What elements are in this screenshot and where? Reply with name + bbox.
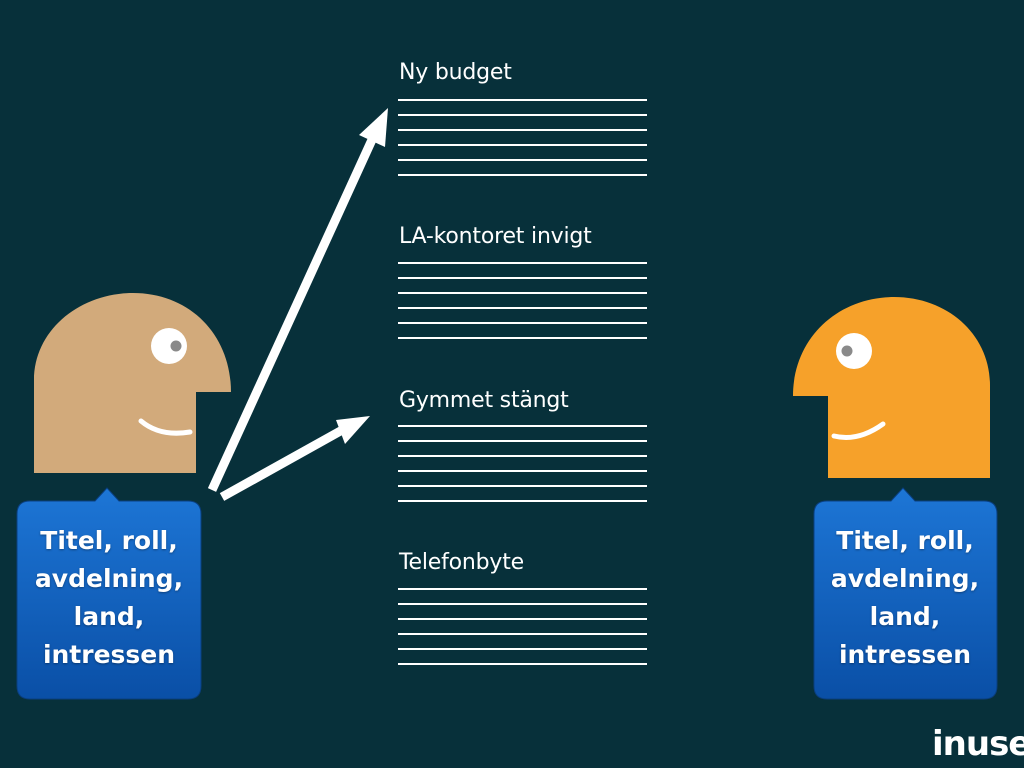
left-bubble-line: land, <box>73 602 145 631</box>
left-eye <box>151 328 187 364</box>
headline-gymmet-stangt: Gymmet stängt <box>399 388 569 413</box>
left-pupil <box>170 340 182 352</box>
left-bubble-text: Titel, roll, avdelning, land, intressen <box>19 522 199 674</box>
right-smile <box>831 421 886 440</box>
right-eye <box>836 333 872 369</box>
left-person-head <box>34 293 231 473</box>
left-speech-bubble <box>16 487 202 700</box>
left-smile <box>138 418 193 436</box>
inuse-logo: inuse <box>932 724 1024 764</box>
right-pupil <box>841 345 853 357</box>
right-person-head <box>793 297 990 478</box>
arrow-to-gymmet-stangt <box>219 416 370 501</box>
article-lines-la-kontoret <box>398 262 647 342</box>
right-bubble-text: Titel, roll, avdelning, land, intressen <box>815 522 995 674</box>
right-bubble-line: avdelning, <box>830 564 980 593</box>
left-bubble-line: Titel, roll, <box>40 526 178 555</box>
right-speech-bubble <box>813 487 998 700</box>
right-bubble-line: Titel, roll, <box>836 526 974 555</box>
headline-telefonbyte: Telefonbyte <box>399 550 524 575</box>
right-bubble-line: intressen <box>838 640 972 669</box>
article-lines-telefonbyte <box>398 588 647 668</box>
right-bubble-line: land, <box>869 602 941 631</box>
left-bubble-line: intressen <box>42 640 176 669</box>
left-bubble-line: avdelning, <box>34 564 184 593</box>
article-lines-ny-budget <box>398 99 647 179</box>
headline-ny-budget: Ny budget <box>399 60 512 85</box>
arrow-to-ny-budget <box>207 108 388 492</box>
article-lines-gymmet <box>398 425 647 505</box>
left-head-shape <box>34 293 231 473</box>
headline-la-kontoret-invigt: LA-kontoret invigt <box>399 224 592 249</box>
right-head-shape <box>793 297 990 478</box>
